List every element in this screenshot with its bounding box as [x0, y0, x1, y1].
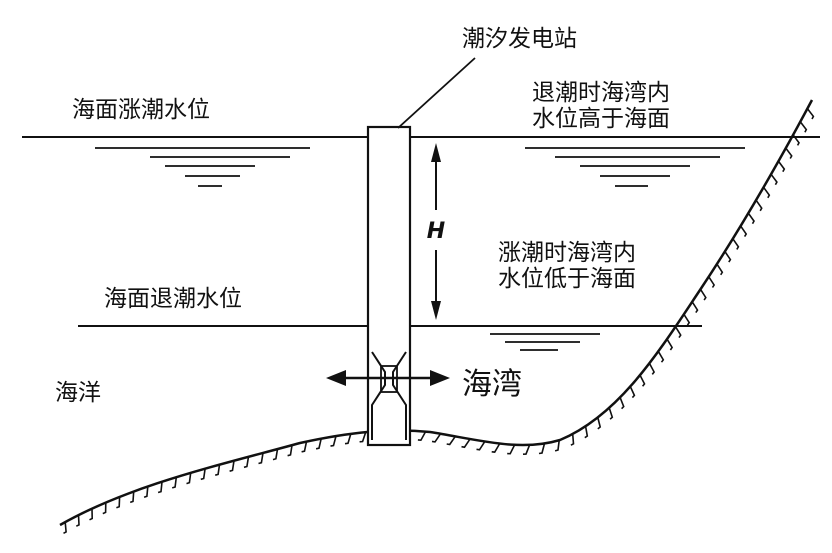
ground-hatch-mark: [446, 435, 456, 446]
ground-hatch-mark: [699, 288, 707, 301]
ground-hatch-mark: [330, 435, 337, 447]
low-tide-label: 海面退潮水位: [104, 286, 242, 312]
ground-hatch-mark: [608, 407, 614, 420]
ground-hatch-mark: [143, 486, 149, 499]
ground-hatch-mark: [417, 431, 427, 442]
ground-hatch-mark: [674, 326, 682, 339]
ground-hatch-mark: [522, 444, 531, 455]
ground-hatch-mark: [200, 468, 206, 481]
ground-hatch-mark: [570, 433, 575, 446]
ground-hatch-mark: [785, 147, 793, 159]
station-label: 潮汐发电站: [462, 26, 577, 52]
bay-low-ripples: [490, 333, 600, 351]
ground-hatch-mark: [716, 263, 724, 276]
ground-hatch-mark: [648, 362, 656, 375]
ground-hatch-mark: [732, 238, 740, 250]
ground-hatch-mark: [129, 491, 135, 504]
bay-label: 海湾: [462, 367, 522, 402]
ground-hatch-mark: [229, 460, 235, 472]
ground-hatch-mark: [171, 477, 178, 489]
ground-hatch-mark: [102, 502, 107, 515]
ground-hatch-mark: [792, 134, 800, 146]
ground-hatch-mark: [683, 313, 691, 326]
high-tide-label: 海面涨潮水位: [72, 97, 210, 123]
ground-hatch-mark: [186, 472, 192, 485]
ground-hatch-mark: [777, 160, 786, 173]
ground-hatch-mark: [89, 508, 94, 521]
ground-hatch-mark: [554, 440, 560, 452]
ocean-label: 海洋: [55, 380, 101, 406]
ground-hatch-mark: [762, 186, 771, 199]
ebb-line-1: 退潮时海湾内: [532, 80, 670, 106]
ground-hatch-mark: [507, 444, 516, 455]
ground-hatch-mark: [724, 251, 732, 263]
ground-hatch-mark: [258, 452, 264, 465]
ground-hatch-mark: [461, 438, 471, 449]
ground-hatch-mark: [359, 431, 367, 443]
ground-hatch-mark: [272, 448, 279, 461]
ground-hatch-mark: [214, 464, 221, 476]
ground-hatch-mark: [315, 438, 322, 450]
ground-hatch-mark: [63, 522, 67, 535]
ground-hatch-mark: [116, 496, 121, 509]
ground-hatch-mark: [431, 433, 442, 443]
ebb-condition-label: 退潮时海湾内 水位高于海面: [532, 80, 670, 133]
double-headed-arrow-icon: [326, 370, 450, 386]
ground-hatch-mark: [344, 433, 352, 445]
ground-hatch-mark: [75, 515, 80, 527]
ground-hatch-mark: [657, 350, 665, 363]
ebb-line-2: 水位高于海面: [532, 106, 670, 133]
ground-hatch-mark: [491, 443, 501, 453]
ground-hatch-mark: [666, 338, 674, 351]
ground-hatch-mark: [799, 121, 808, 133]
flood-line-1: 涨潮时海湾内: [498, 240, 636, 266]
ground-hatch-mark: [476, 441, 486, 451]
ground-hatch-mark: [597, 417, 602, 430]
flood-line-2: 水位低于海面: [498, 266, 636, 293]
dam-body: [366, 125, 412, 447]
flood-condition-label: 涨潮时海湾内 水位低于海面: [498, 240, 636, 293]
ground-hatch-mark: [287, 445, 293, 457]
ground-hatch-mark: [806, 108, 815, 120]
ground-hatch-mark: [301, 441, 308, 453]
ground-hatch-mark: [639, 374, 646, 387]
ground-hatch-mark: [747, 212, 755, 225]
ground-hatch-mark: [708, 276, 716, 288]
ground-hatch-mark: [243, 456, 250, 469]
station-leader-line: [397, 57, 476, 129]
ground-hatch-mark: [755, 199, 763, 212]
ground-hatch-mark: [739, 225, 748, 238]
head-mark: H: [427, 219, 445, 244]
bay-high-ripples: [525, 147, 745, 187]
ground-hatch-mark: [691, 301, 699, 314]
ground-hatching: [63, 108, 815, 535]
ocean-high-ripples: [95, 147, 310, 187]
ground-hatch-mark: [157, 481, 163, 494]
ground-hatch-mark: [538, 443, 546, 455]
ground-hatch-mark: [629, 386, 636, 399]
sea-floor-line: [59, 99, 814, 527]
ground-hatch-mark: [584, 426, 589, 439]
vertical-dimension-arrow-icon: [431, 143, 441, 320]
ground-hatch-mark: [619, 397, 625, 410]
ground-hatch-mark: [770, 173, 778, 186]
